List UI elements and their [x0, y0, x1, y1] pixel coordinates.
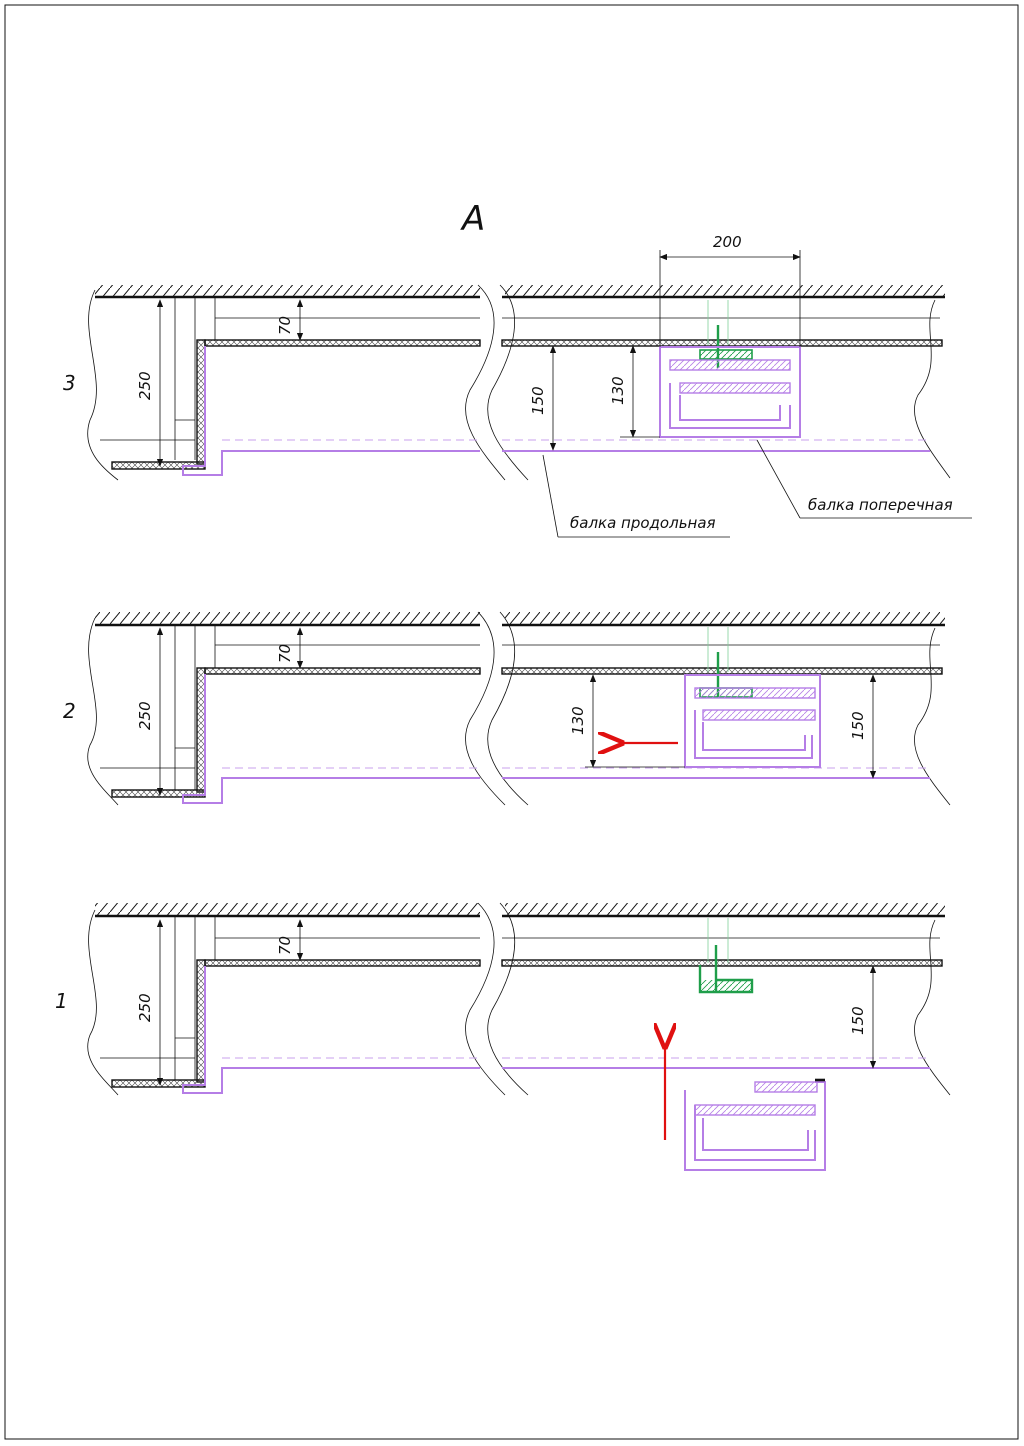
ceiling-panel: [501, 959, 943, 967]
dimension-250: 250: [136, 919, 164, 1086]
dimension-70: 70: [276, 919, 304, 961]
wall-panel: [196, 959, 206, 1083]
dimension-250: 250: [136, 299, 164, 467]
svg-text:70: 70: [276, 936, 294, 955]
svg-text:250: 250: [136, 371, 154, 400]
wall-panel: [196, 339, 206, 465]
svg-text:150: 150: [849, 711, 867, 740]
dimension-130: 130: [609, 345, 660, 438]
ceiling-hatch: [505, 612, 945, 624]
svg-text:250: 250: [136, 993, 154, 1022]
break-line: [914, 299, 951, 479]
break-line: [914, 919, 951, 1096]
ceiling-hatch: [95, 903, 480, 915]
step-3-section: 3: [63, 233, 972, 538]
step-1-section: 1: [55, 902, 951, 1171]
svg-text:130: 130: [569, 706, 587, 735]
mounting-bracket: [698, 945, 754, 994]
transverse-beam-lowered: [684, 1078, 826, 1171]
ceiling-panel: [501, 667, 943, 675]
ceiling-hatch: [505, 285, 945, 297]
dimension-130: 130: [569, 674, 685, 768]
wall-panel: [196, 667, 206, 793]
dimension-70: 70: [276, 627, 304, 669]
callout-longitudinal-beam: балка продольная: [542, 454, 730, 538]
break-line: [465, 611, 506, 806]
svg-text:балка продольная: балка продольная: [570, 514, 716, 532]
svg-text:70: 70: [276, 316, 294, 335]
break-line: [465, 284, 506, 481]
transverse-beam: [684, 674, 821, 768]
dimension-200: 200: [659, 233, 801, 347]
svg-text:250: 250: [136, 701, 154, 730]
dimension-150: 150: [849, 674, 877, 779]
wall-profile: [182, 674, 480, 804]
step-1-label: 1: [55, 989, 68, 1013]
ceiling-panel: [501, 339, 943, 347]
dimension-150: 150: [529, 345, 557, 451]
ceiling-panel: [204, 959, 481, 967]
step-2-label: 2: [63, 699, 76, 723]
section-title: A: [460, 199, 485, 239]
svg-text:150: 150: [529, 386, 547, 415]
dimension-250: 250: [136, 627, 164, 796]
svg-text:130: 130: [609, 376, 627, 405]
svg-text:балка поперечная: балка поперечная: [808, 496, 953, 514]
svg-text:150: 150: [849, 1006, 867, 1035]
svg-text:200: 200: [713, 233, 742, 251]
sheet-frame: [4, 4, 1019, 1440]
break-line: [487, 902, 529, 1096]
break-line: [87, 289, 119, 481]
break-line: [914, 627, 951, 806]
break-line: [465, 902, 506, 1096]
break-line: [87, 617, 119, 806]
break-line: [487, 611, 529, 806]
step-3-label: 3: [63, 371, 76, 395]
dimension-70: 70: [276, 299, 304, 341]
callout-transverse-beam: балка поперечная: [756, 439, 972, 519]
ceiling-panel: [204, 667, 481, 675]
transverse-beam: [659, 346, 801, 438]
ceiling-hatch: [95, 285, 480, 297]
ceiling-panel: [204, 339, 481, 347]
step-2-section: 2: [63, 611, 951, 806]
wall-profile: [182, 346, 480, 476]
ceiling-hatch: [505, 903, 945, 915]
svg-text:70: 70: [276, 644, 294, 663]
ceiling-hatch: [95, 612, 480, 624]
break-line: [87, 909, 119, 1096]
dimension-150: 150: [849, 965, 877, 1069]
wall-profile: [182, 966, 480, 1094]
